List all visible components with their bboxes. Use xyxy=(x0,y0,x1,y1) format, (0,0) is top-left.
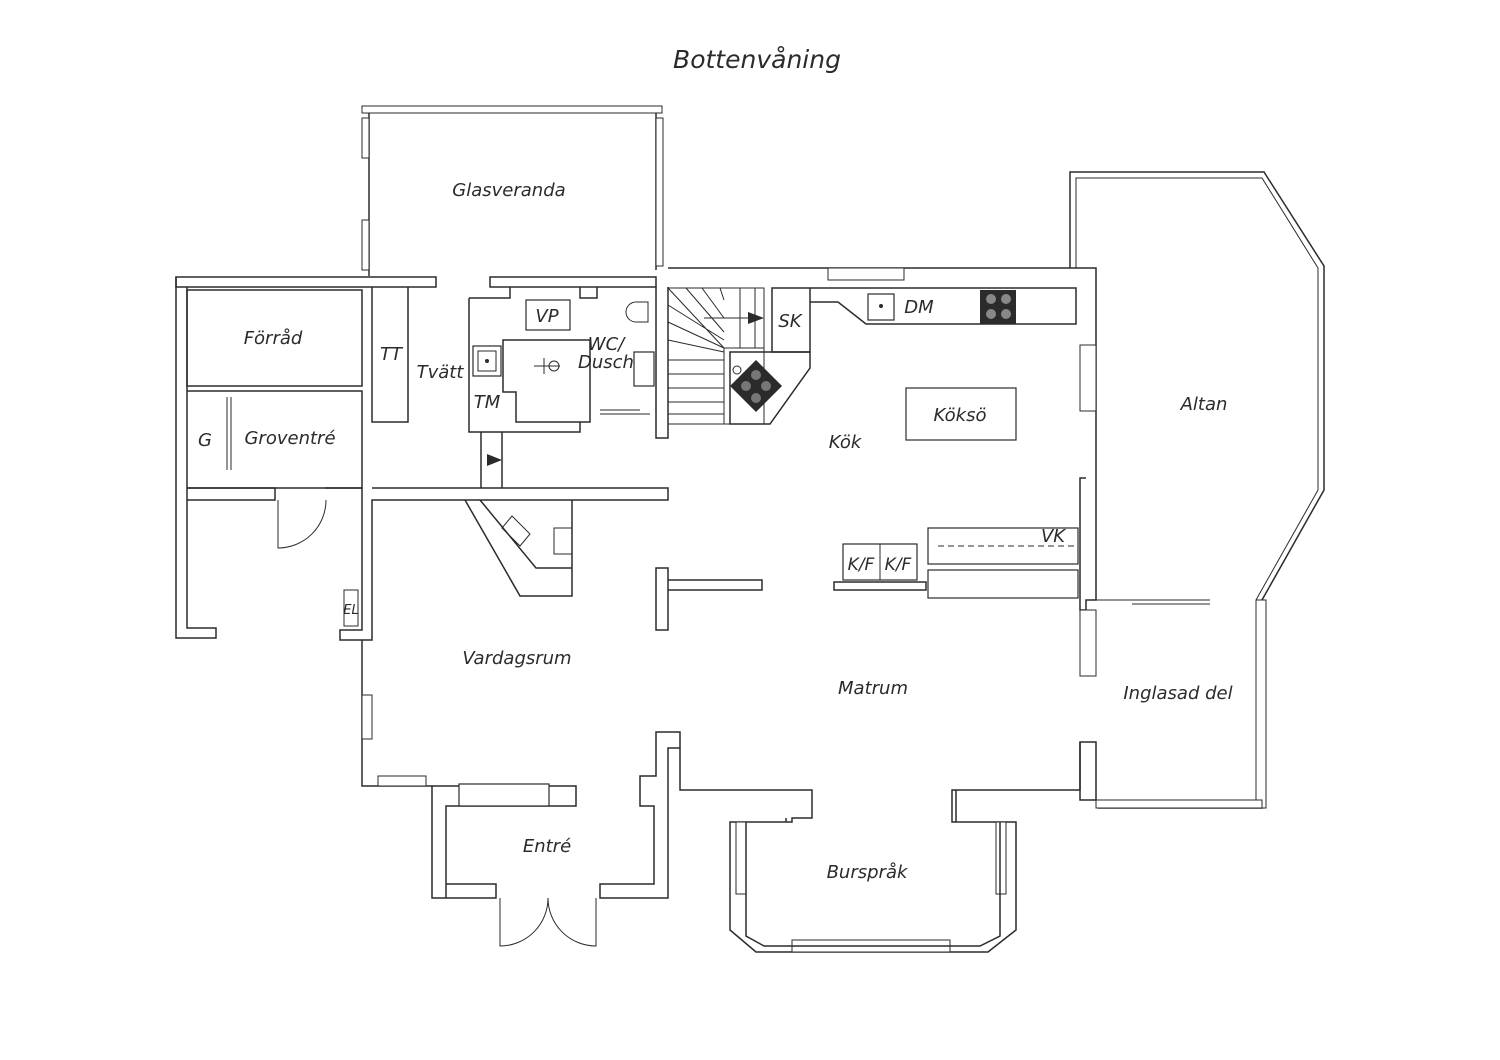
label-matrum: Matrum xyxy=(838,678,908,699)
label-dm: DM xyxy=(904,297,934,318)
label-tm: TM xyxy=(474,392,501,413)
label-vp: VP xyxy=(535,306,558,327)
label-kf-1: K/F xyxy=(848,555,875,575)
label-koksö: Köksö xyxy=(934,405,987,426)
altan xyxy=(1069,171,1325,809)
label-glasveranda: Glasveranda xyxy=(452,180,565,201)
glasveranda-walls xyxy=(361,105,664,276)
label-burssprak: Burspråk xyxy=(827,862,909,883)
label-g: G xyxy=(198,430,212,451)
label-altan: Altan xyxy=(1180,394,1228,415)
living-dining xyxy=(361,499,1081,953)
label-groventre: Groventré xyxy=(244,428,335,449)
label-inglasad-del: Inglasad del xyxy=(1123,683,1232,704)
label-vardagsrum: Vardagsrum xyxy=(462,648,571,669)
label-forrad: Förråd xyxy=(244,328,303,349)
utility-walls xyxy=(468,276,669,488)
staircase xyxy=(667,287,811,425)
label-wc: WC/ xyxy=(588,334,626,355)
label-sk: SK xyxy=(778,311,802,332)
label-el: EL xyxy=(343,603,358,618)
kitchen xyxy=(668,267,1097,611)
label-vk: VK xyxy=(1041,526,1066,547)
label-entre: Entré xyxy=(523,836,571,857)
label-tvatt: Tvätt xyxy=(417,362,465,383)
label-tt: TT xyxy=(380,344,404,365)
label-dusch: Dusch xyxy=(578,352,634,373)
label-kf-2: K/F xyxy=(885,555,912,575)
floor-title: Bottenvåning xyxy=(673,45,841,74)
west-walls xyxy=(175,276,669,641)
label-kok: Kök xyxy=(829,432,863,453)
